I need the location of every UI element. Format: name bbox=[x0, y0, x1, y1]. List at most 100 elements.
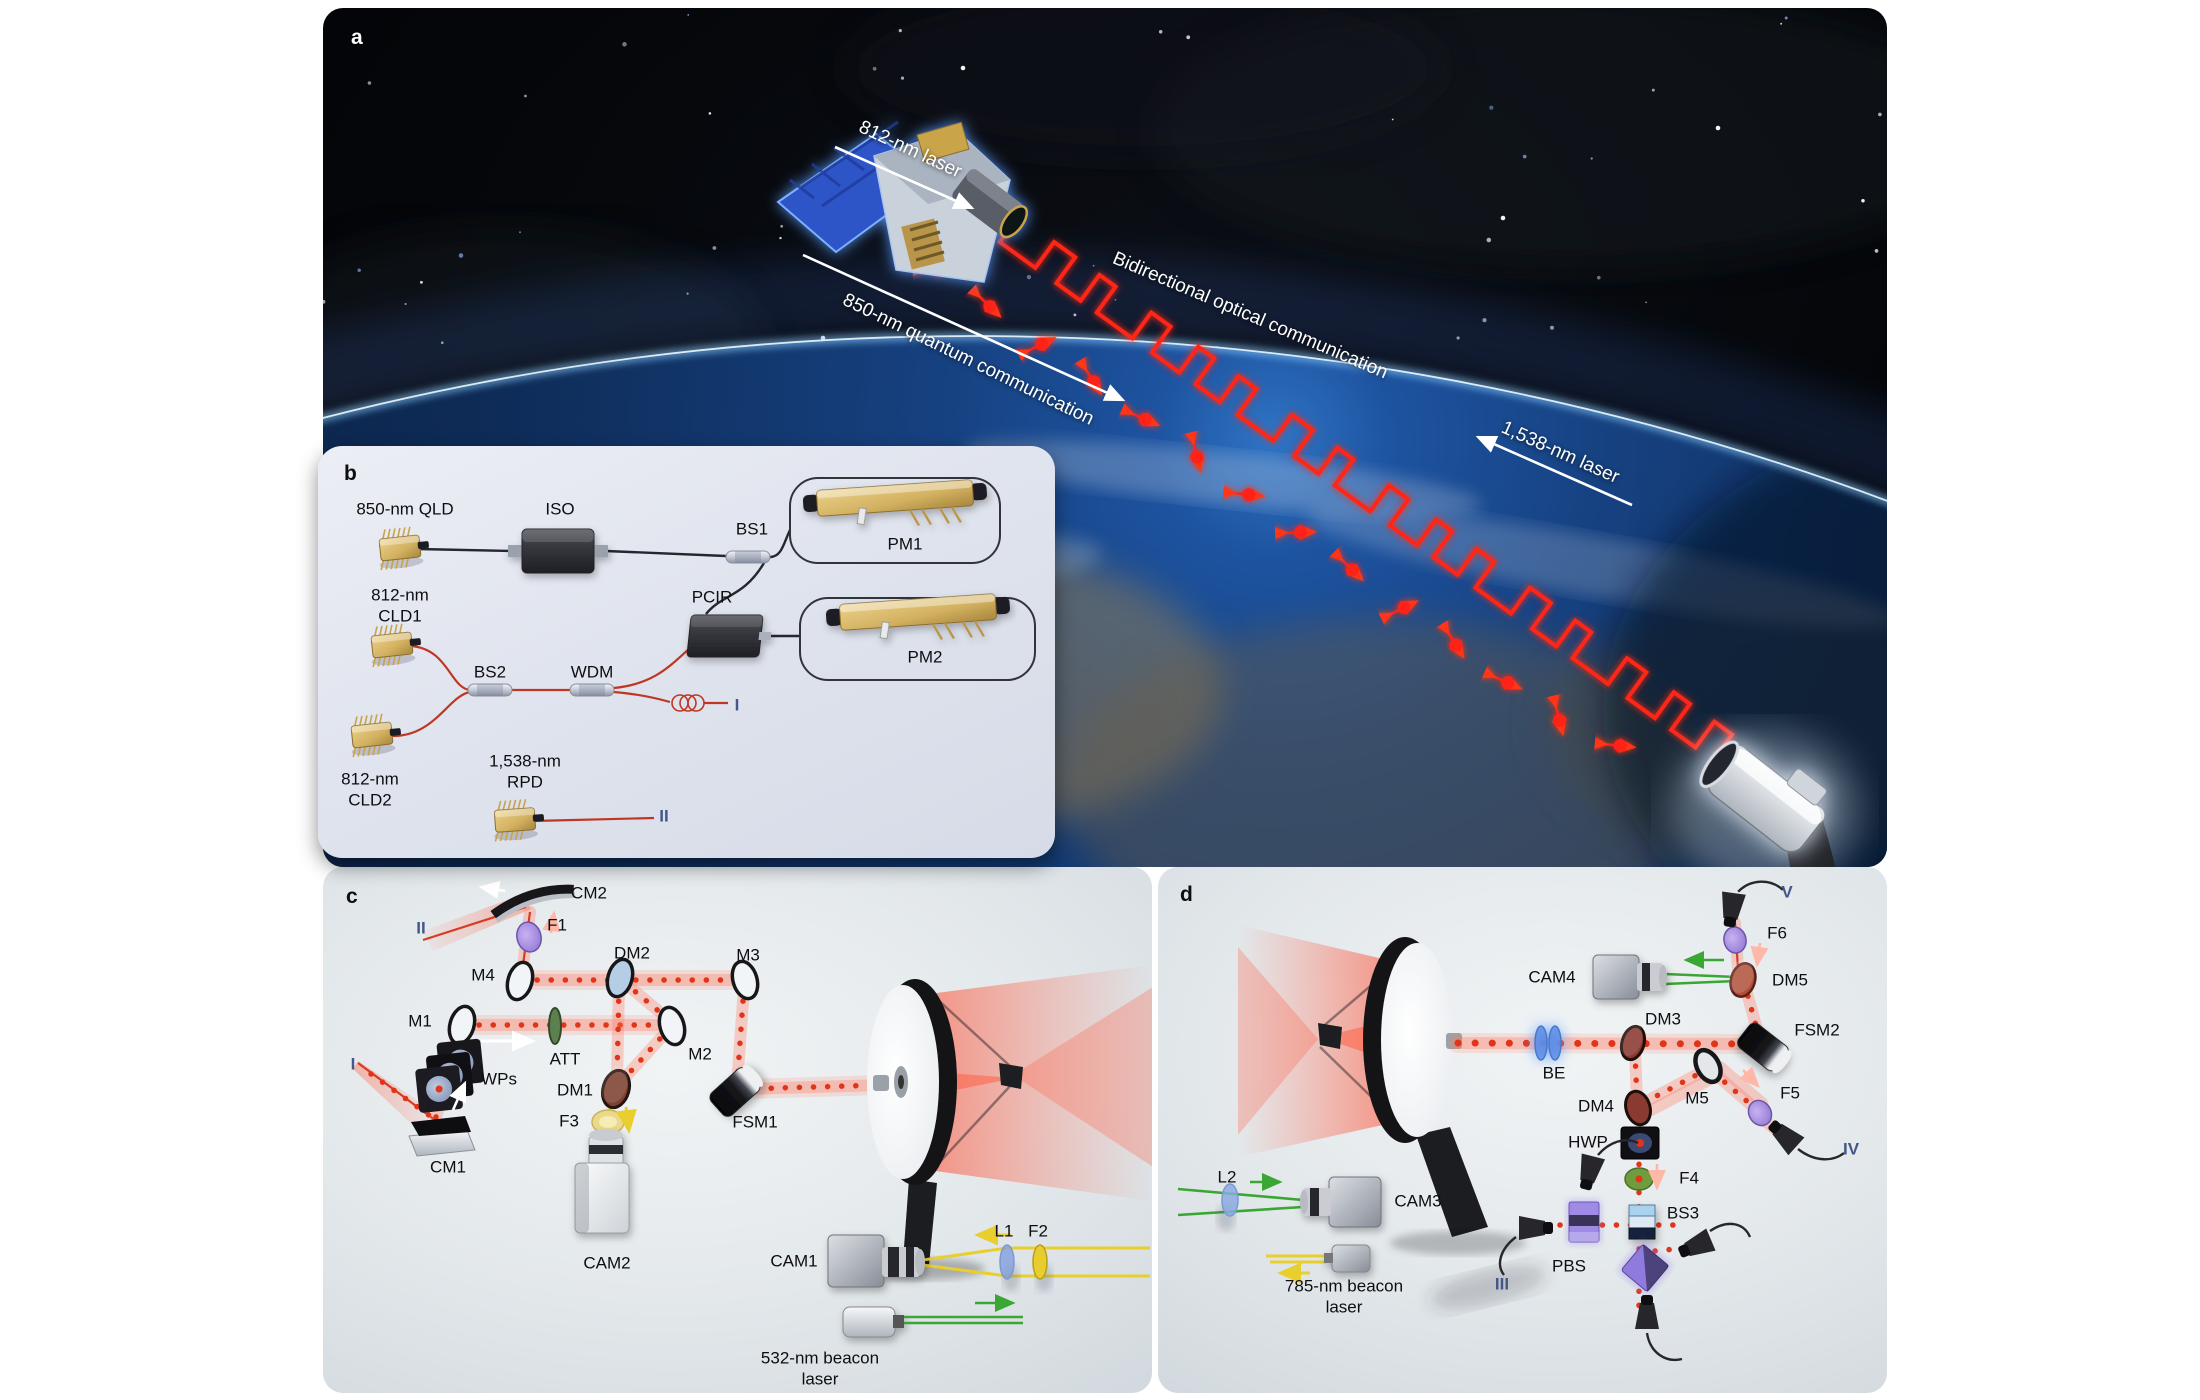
panel-b-letter: b bbox=[344, 462, 357, 485]
label-f3: F3 bbox=[559, 1111, 579, 1131]
fibers bbox=[389, 477, 1036, 823]
label-f1: F1 bbox=[547, 915, 567, 935]
label-wps: WPs bbox=[481, 1069, 517, 1089]
m5-mirror bbox=[1693, 1047, 1723, 1085]
dm4-mirror bbox=[1624, 1089, 1652, 1127]
l2-lens bbox=[1217, 1183, 1239, 1231]
panel-c-letter: c bbox=[346, 885, 358, 908]
label-d-port-v: V bbox=[1781, 882, 1793, 902]
m3-mirror bbox=[730, 959, 760, 1001]
label-be: BE bbox=[1542, 1063, 1566, 1083]
m2-mirror bbox=[657, 1005, 687, 1047]
label-dm2: DM2 bbox=[614, 943, 650, 963]
be-beam-expander bbox=[1534, 1025, 1562, 1061]
label-wdm: WDM bbox=[570, 662, 614, 682]
label-cld1: 812-nm CLD1 bbox=[371, 585, 429, 625]
telescope bbox=[861, 965, 1152, 1280]
label-dm4: DM4 bbox=[1578, 1096, 1614, 1116]
label-cld2: 812-nm CLD2 bbox=[341, 769, 399, 809]
beacon-laser-785 bbox=[1324, 1244, 1371, 1273]
f5-filter bbox=[1747, 1099, 1773, 1127]
beacon-laser-532 bbox=[842, 1306, 904, 1338]
annotation-arrows bbox=[802, 145, 1633, 507]
cam2-camera bbox=[574, 1129, 630, 1234]
f1-filter bbox=[516, 921, 542, 953]
label-port-i: I bbox=[734, 695, 740, 715]
dm5-mirror bbox=[1728, 959, 1757, 998]
label-cm1: CM1 bbox=[430, 1157, 466, 1177]
label-cam3: CAM3 bbox=[1394, 1191, 1442, 1211]
iso-box bbox=[508, 528, 608, 574]
coupler-bottom bbox=[1635, 1295, 1659, 1329]
cam4-camera bbox=[1592, 954, 1667, 1000]
label-cam4: CAM4 bbox=[1528, 967, 1576, 987]
fiber-bottom bbox=[1645, 1332, 1683, 1362]
pbs-diamond bbox=[1618, 1241, 1672, 1295]
att-attenuator bbox=[548, 1007, 562, 1045]
label-f2: F2 bbox=[1028, 1221, 1048, 1241]
label-hwp: HWP bbox=[1568, 1132, 1608, 1152]
panel-c: c CM2 F1 II M4 DM2 M3 M1 ATT M2 WPs DM1 … bbox=[323, 867, 1152, 1393]
label-f5: F5 bbox=[1780, 1083, 1800, 1103]
label-pm2: PM2 bbox=[907, 647, 943, 667]
fiber-pbs-top bbox=[1597, 1139, 1639, 1156]
pbs-cube bbox=[1567, 1200, 1601, 1244]
dm3-mirror bbox=[1619, 1022, 1647, 1062]
wdm-coupler bbox=[569, 683, 615, 697]
label-pbs: PBS bbox=[1551, 1256, 1587, 1276]
label-m1: M1 bbox=[408, 1011, 432, 1031]
coupler-pbs-top bbox=[1579, 1153, 1606, 1191]
shadow-blob bbox=[1429, 1265, 1547, 1309]
label-cam1: CAM1 bbox=[770, 1251, 818, 1271]
label-dm1: DM1 bbox=[557, 1080, 593, 1100]
coupler-iii bbox=[1519, 1216, 1553, 1240]
pm2-modulator bbox=[825, 593, 1010, 641]
label-f4: F4 bbox=[1679, 1168, 1699, 1188]
rpd-chip bbox=[490, 797, 547, 843]
small-arrows bbox=[1647, 942, 1769, 1191]
label-bs1: BS1 bbox=[735, 519, 769, 539]
cm2-mirror bbox=[490, 884, 575, 923]
fsm1-mirror bbox=[709, 1065, 763, 1117]
satellite bbox=[776, 120, 1029, 283]
waveplates bbox=[415, 1038, 485, 1113]
green-beams bbox=[904, 1293, 1023, 1325]
label-beacon-532: 532-nm beacon laser bbox=[760, 1348, 880, 1388]
label-rpd: 1,538-nm RPD bbox=[489, 751, 561, 791]
dm2-mirror bbox=[605, 957, 635, 999]
telescope-receive bbox=[1238, 925, 1526, 1255]
panel-a-letter: a bbox=[351, 26, 363, 49]
label-pm1: PM1 bbox=[887, 534, 923, 554]
f2-filter bbox=[1032, 1244, 1052, 1292]
label-att: ATT bbox=[549, 1049, 581, 1069]
label-pcir: PCIR bbox=[691, 587, 733, 607]
label-dm5: DM5 bbox=[1772, 970, 1808, 990]
l1-lens bbox=[999, 1244, 1019, 1292]
label-port-ii: II bbox=[659, 806, 669, 826]
label-iso: ISO bbox=[545, 499, 575, 519]
small-arrows bbox=[449, 881, 637, 1134]
label-c-port-i: I bbox=[350, 1054, 356, 1074]
label-dm3: DM3 bbox=[1645, 1009, 1681, 1029]
label-m3: M3 bbox=[736, 945, 760, 965]
label-c-port-ii: II bbox=[416, 918, 426, 938]
cam1-camera bbox=[827, 1234, 925, 1288]
label-fsm2: FSM2 bbox=[1794, 1020, 1840, 1040]
label-l2: L2 bbox=[1217, 1167, 1237, 1187]
quantum-link-beam bbox=[908, 171, 1751, 788]
f6-filter bbox=[1723, 926, 1747, 954]
ground-station bbox=[1670, 730, 1860, 867]
pm1-modulator bbox=[802, 479, 987, 527]
pcir-box bbox=[686, 614, 772, 658]
cld1-chip bbox=[367, 621, 424, 668]
label-qld: 850-nm QLD bbox=[356, 499, 454, 519]
bs2-coupler bbox=[467, 683, 513, 697]
label-fsm1: FSM1 bbox=[732, 1112, 778, 1132]
coupler-iv bbox=[1768, 1120, 1805, 1156]
dm1-mirror bbox=[600, 1065, 632, 1110]
label-bs3: BS3 bbox=[1666, 1203, 1700, 1223]
fsm2-mirror bbox=[1737, 1022, 1792, 1074]
coupler-v bbox=[1722, 880, 1784, 928]
label-m4: M4 bbox=[471, 965, 495, 985]
